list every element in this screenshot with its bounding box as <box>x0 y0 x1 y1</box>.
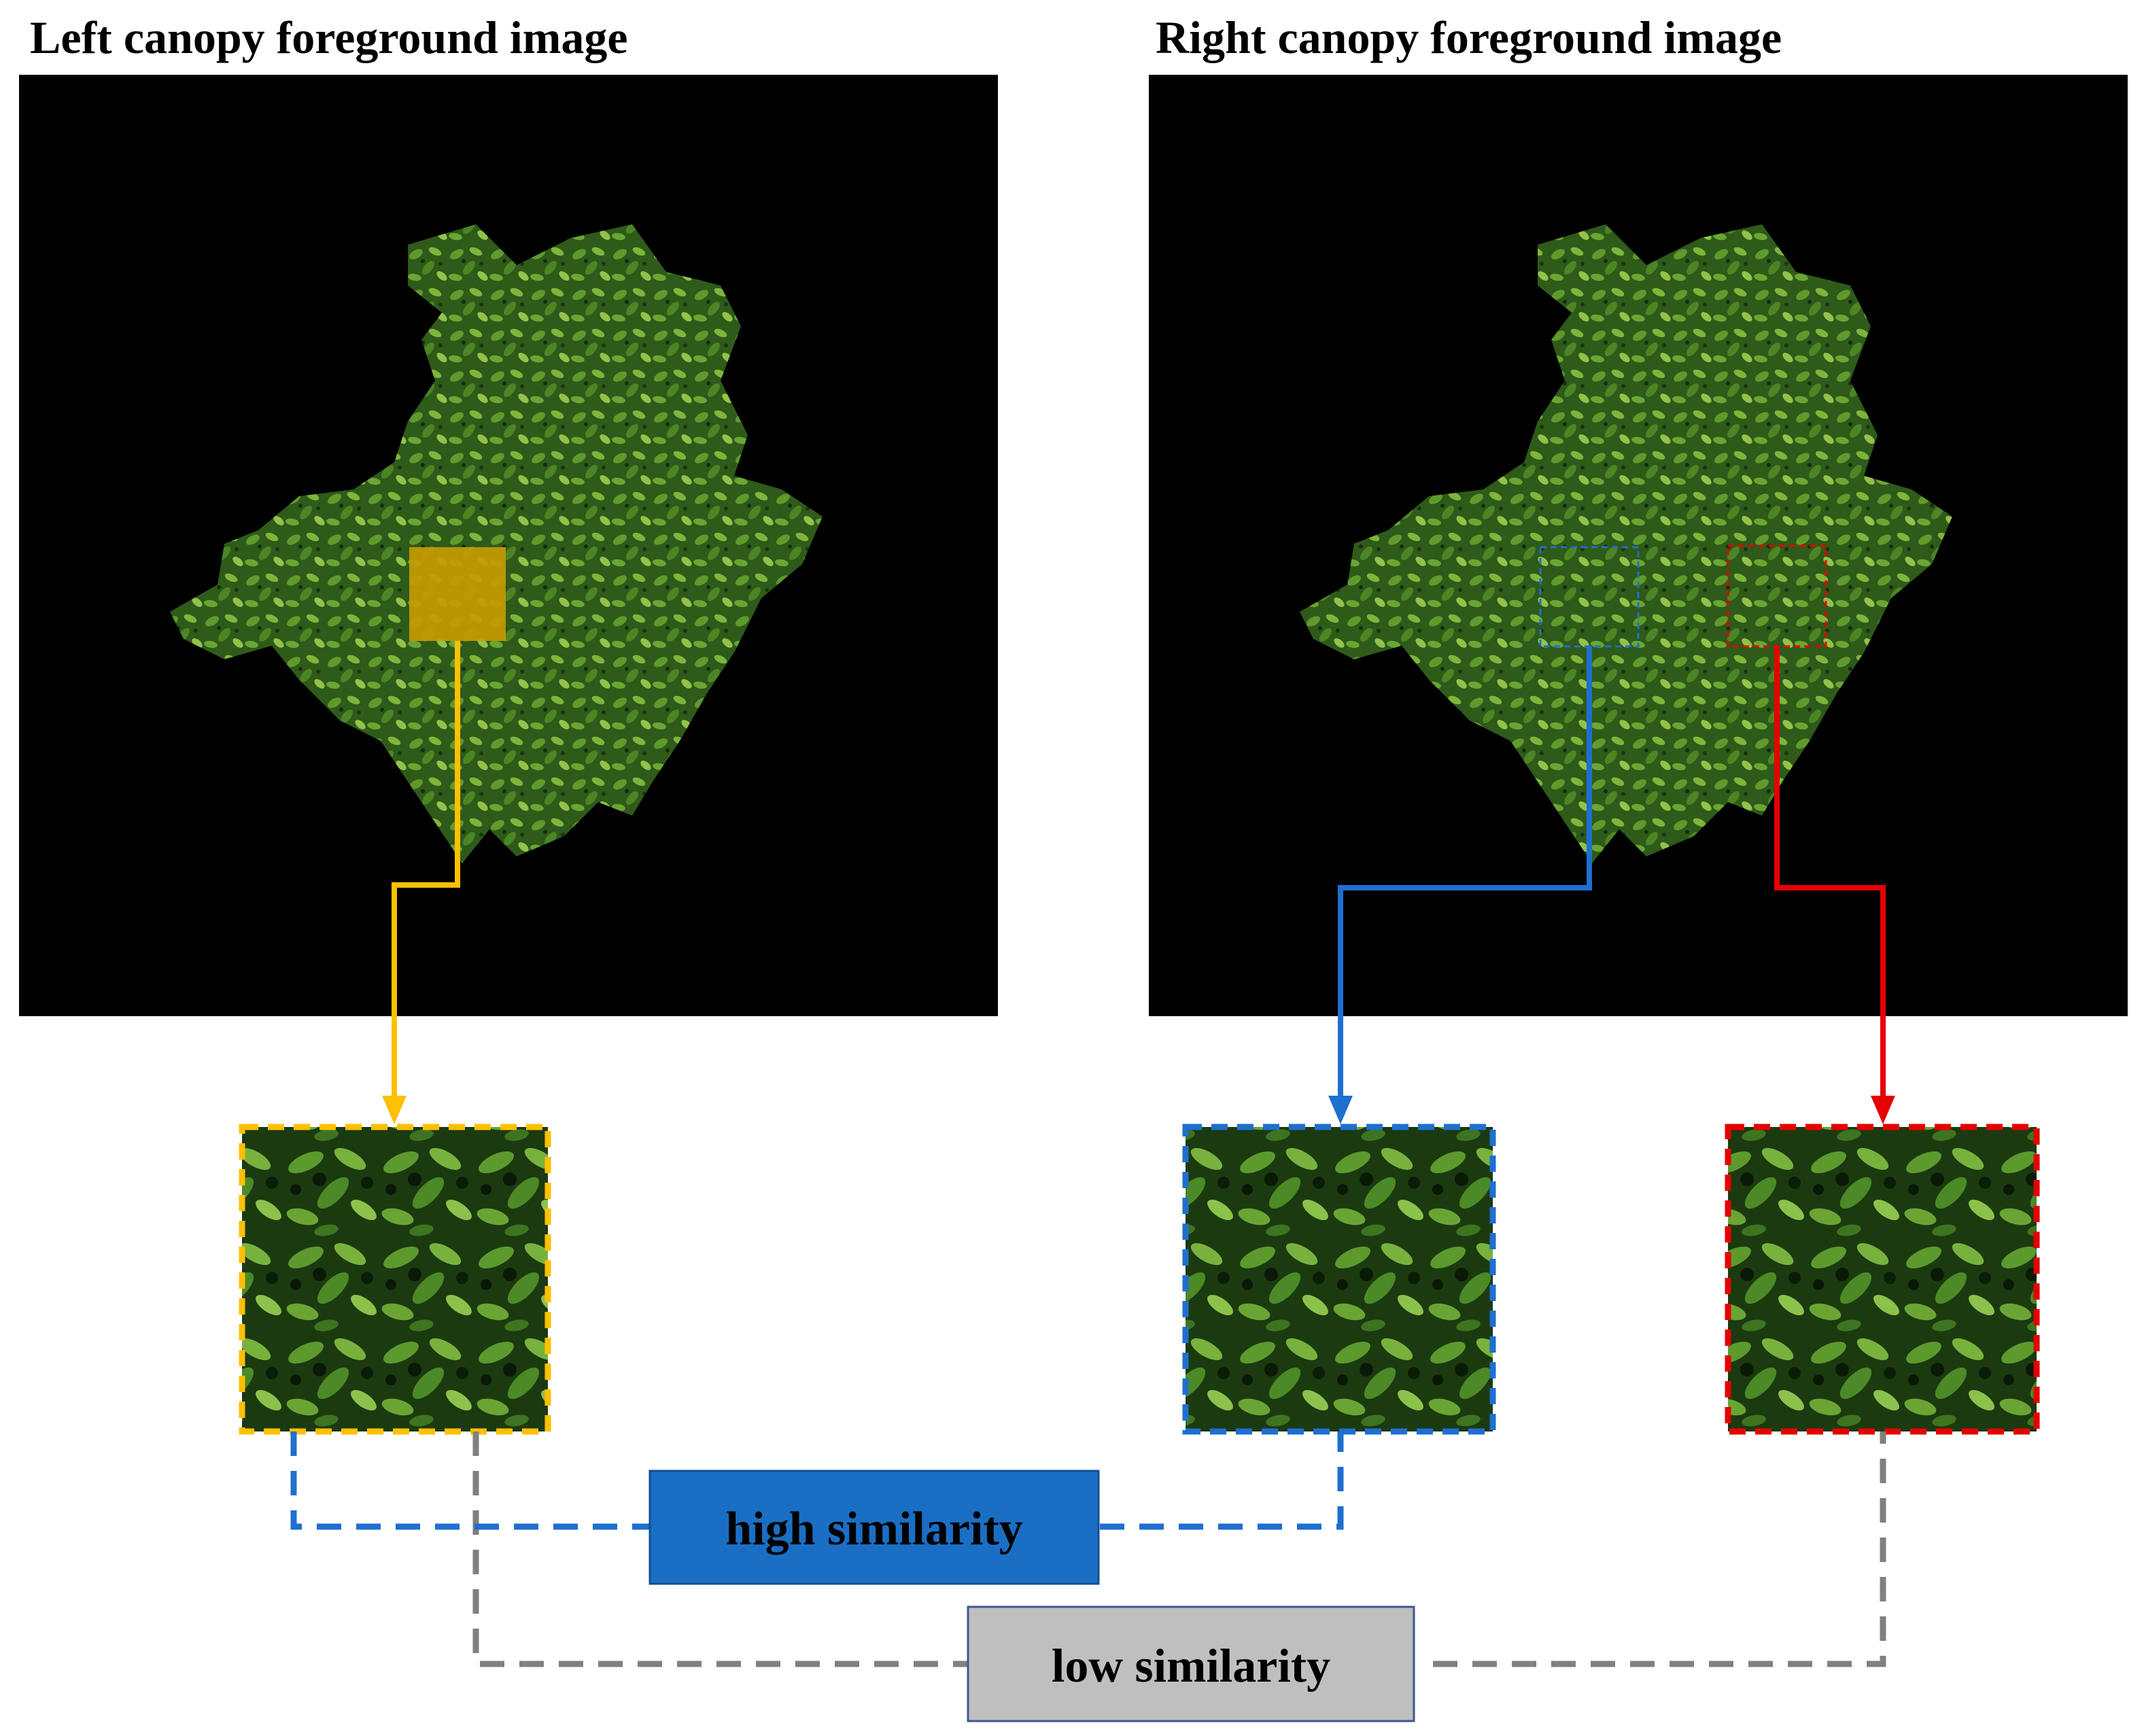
low-similarity-label: low similarity <box>1052 1640 1330 1692</box>
right-canopy-tree <box>1300 224 1952 863</box>
right-blue-zoom-patch <box>1182 1124 1496 1435</box>
left-canopy-panel <box>19 75 998 1016</box>
yellow-connector <box>382 641 460 1124</box>
red-connector <box>1774 646 1895 1124</box>
low-similarity-box: low similarity <box>967 1605 1415 1722</box>
high-similarity-box: high similarity <box>649 1470 1100 1585</box>
high-similarity-label: high similarity <box>725 1503 1023 1555</box>
left-selected-region <box>409 547 506 641</box>
left-zoom-patch <box>239 1124 551 1435</box>
right-red-zoom-patch <box>1725 1124 2040 1435</box>
high-similarity-connector <box>290 1431 1344 1530</box>
left-panel-title: Left canopy foreground image <box>30 12 628 63</box>
right-canopy-panel <box>1149 75 2128 1016</box>
right-panel-title: Right canopy foreground image <box>1156 12 1782 63</box>
blue-connector <box>1328 646 1592 1124</box>
left-canopy-tree <box>170 224 823 863</box>
low-similarity-connector <box>472 1431 1886 1667</box>
